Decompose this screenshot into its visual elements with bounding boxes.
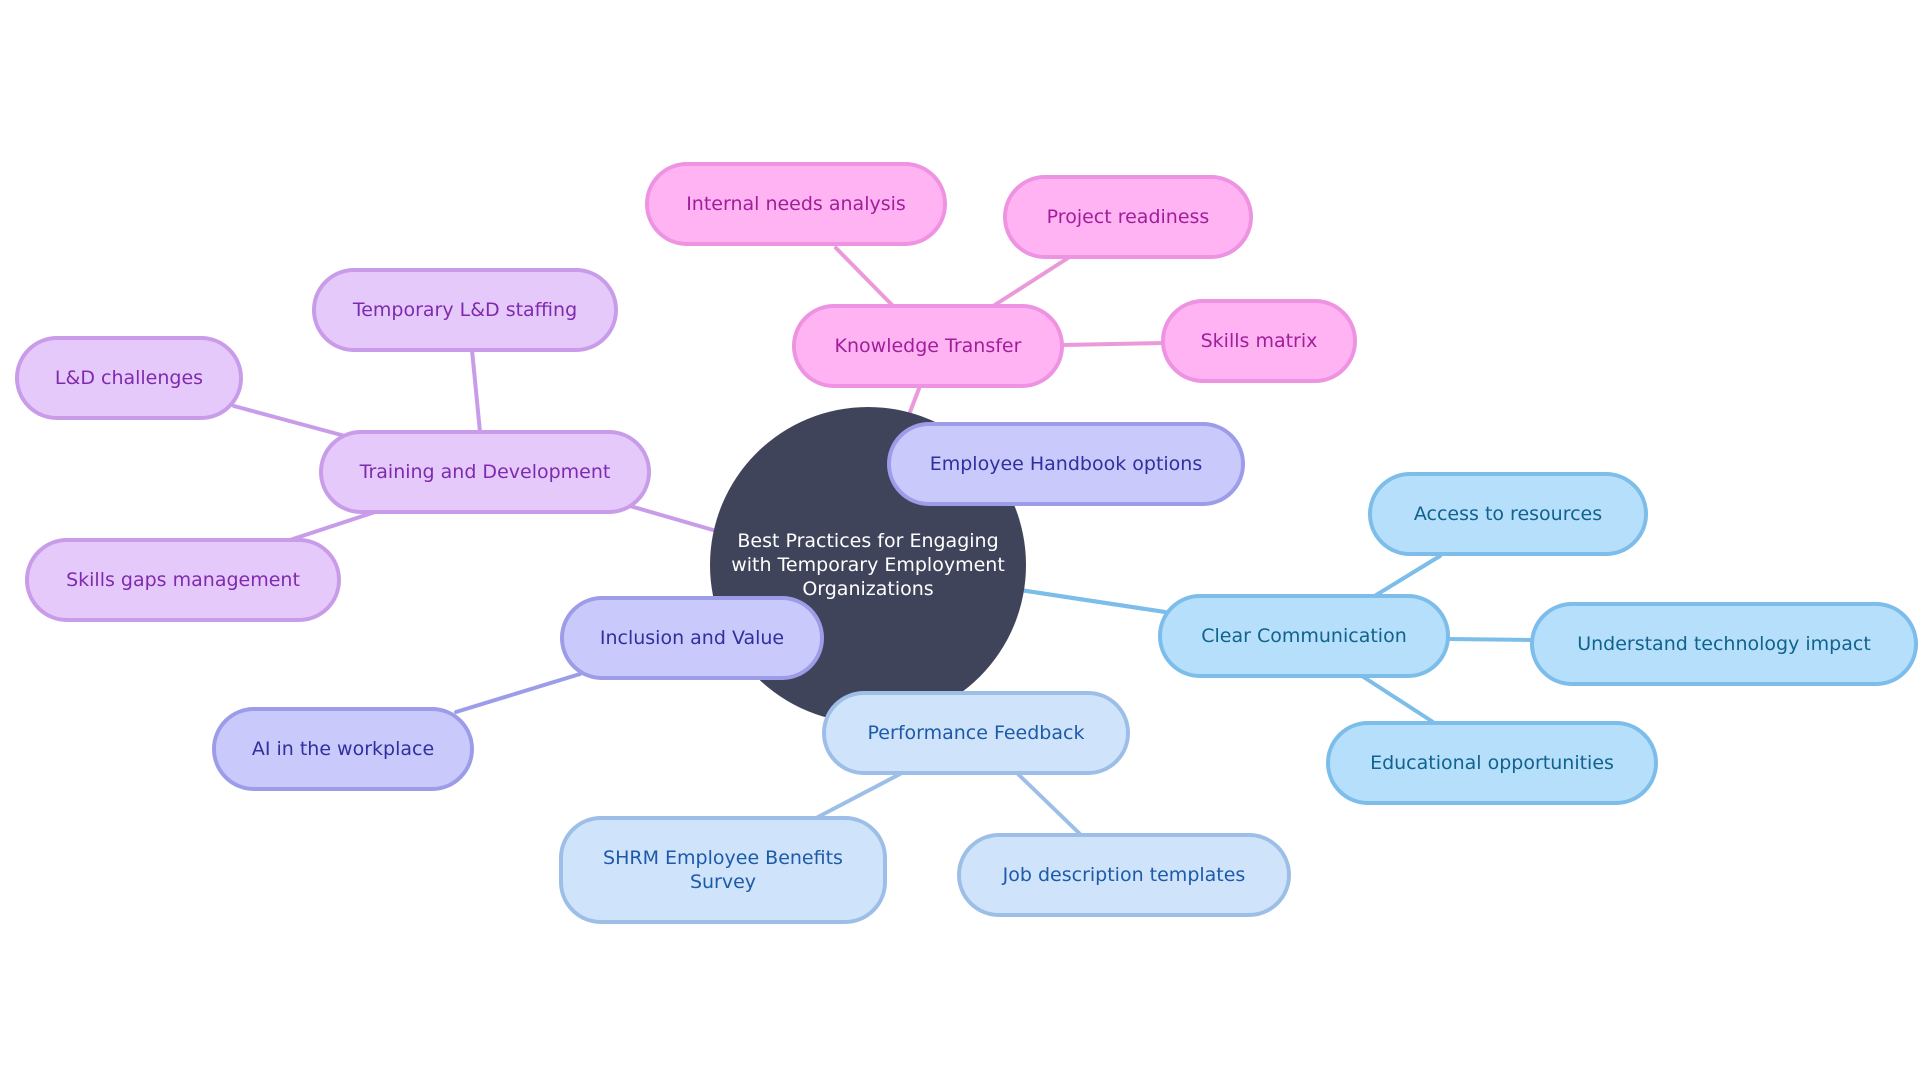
branch-inclusion-shape	[560, 596, 824, 680]
leaf-knowledge-3-label: Skills matrix	[1201, 330, 1318, 352]
leaf-training-1[interactable]: Temporary L&D staffing	[312, 268, 618, 352]
edge-root-knowledge	[908, 384, 922, 414]
branch-inclusion[interactable]: Inclusion and Value	[560, 596, 824, 680]
leaf-communication-2-label: Understand technology impact	[1577, 633, 1871, 655]
branch-knowledge-shape	[792, 304, 1064, 388]
branch-knowledge[interactable]: Knowledge Transfer	[792, 304, 1064, 388]
leaf-inclusion-1-label: AI in the workplace	[252, 738, 434, 760]
leaf-communication-1-label: Access to resources	[1414, 503, 1602, 525]
leaf-training-1-shape	[312, 268, 618, 352]
leaf-feedback-2-shape	[957, 833, 1291, 917]
branch-training-label: Training and Development	[359, 461, 611, 483]
branch-training[interactable]: Training and Development	[319, 430, 651, 514]
edge-communication-child-3	[1360, 674, 1435, 724]
leaf-inclusion-1[interactable]: AI in the workplace	[212, 707, 474, 791]
edge-training-child-2	[232, 404, 347, 438]
edge-root-training	[628, 504, 715, 532]
edge-knowledge-child-3	[1061, 341, 1167, 347]
leaf-communication-3-label: Educational opportunities	[1370, 752, 1614, 774]
edge-feedback-child-1	[816, 772, 902, 819]
leaf-training-2-shape	[15, 336, 243, 420]
edge-feedback-child-2	[1016, 772, 1082, 836]
leaf-inclusion-1-shape	[212, 707, 474, 791]
leaf-knowledge-1-shape	[645, 162, 947, 246]
leaf-training-1-label: Temporary L&D staffing	[352, 299, 577, 321]
edge-knowledge-child-2	[988, 256, 1070, 310]
leaf-knowledge-3[interactable]: Skills matrix	[1161, 299, 1357, 383]
branch-inclusion-label: Inclusion and Value	[600, 627, 784, 649]
branch-feedback-shape	[822, 691, 1130, 775]
branch-communication-shape	[1158, 594, 1450, 678]
edge-communication-child-2	[1446, 637, 1533, 642]
edge-inclusion-child-1	[454, 672, 582, 714]
leaf-knowledge-2[interactable]: Project readiness	[1003, 175, 1253, 259]
leaf-communication-3[interactable]: Educational opportunities	[1326, 721, 1658, 805]
edge-training-child-1	[470, 348, 482, 434]
leaf-training-2[interactable]: L&D challenges	[15, 336, 243, 420]
leaf-communication-1[interactable]: Access to resources	[1368, 472, 1648, 556]
leaf-communication-1-shape	[1368, 472, 1648, 556]
branch-knowledge-label: Knowledge Transfer	[835, 335, 1022, 357]
leaf-knowledge-2-label: Project readiness	[1047, 206, 1210, 228]
leaf-training-3[interactable]: Skills gaps management	[25, 538, 341, 622]
leaf-feedback-2-label: Job description templates	[1002, 864, 1246, 886]
branch-handbook[interactable]: Employee Handbook options	[887, 422, 1245, 506]
leaf-knowledge-1-label: Internal needs analysis	[686, 193, 906, 215]
edge-communication-child-1	[1366, 554, 1442, 602]
leaf-training-3-label: Skills gaps management	[66, 569, 300, 591]
leaf-training-2-label: L&D challenges	[55, 367, 203, 389]
branch-feedback-label: Performance Feedback	[868, 722, 1085, 744]
branch-training-shape	[319, 430, 651, 514]
edge-root-communication-b	[1018, 588, 1167, 614]
leaf-knowledge-1[interactable]: Internal needs analysis	[645, 162, 947, 246]
leaf-knowledge-3-shape	[1161, 299, 1357, 383]
leaf-communication-2-shape	[1530, 602, 1918, 686]
edges-layer	[232, 246, 1533, 836]
branch-communication[interactable]: Clear Communication	[1158, 594, 1450, 678]
branch-communication-label: Clear Communication	[1201, 625, 1406, 647]
leaf-communication-3-shape	[1326, 721, 1658, 805]
branch-feedback[interactable]: Performance Feedback	[822, 691, 1130, 775]
leaf-feedback-1-shape	[559, 816, 887, 924]
leaf-feedback-2[interactable]: Job description templates	[957, 833, 1291, 917]
leaf-communication-2[interactable]: Understand technology impact	[1530, 602, 1918, 686]
branch-handbook-label: Employee Handbook options	[930, 453, 1203, 475]
nodes-layer: Knowledge Transfer Internal needs analysi…	[15, 162, 1918, 924]
leaf-knowledge-2-shape	[1003, 175, 1253, 259]
edge-training-child-3	[288, 510, 377, 542]
edge-knowledge-child-1	[834, 246, 897, 310]
leaf-training-3-shape	[25, 538, 341, 622]
branch-handbook-shape	[887, 422, 1245, 506]
